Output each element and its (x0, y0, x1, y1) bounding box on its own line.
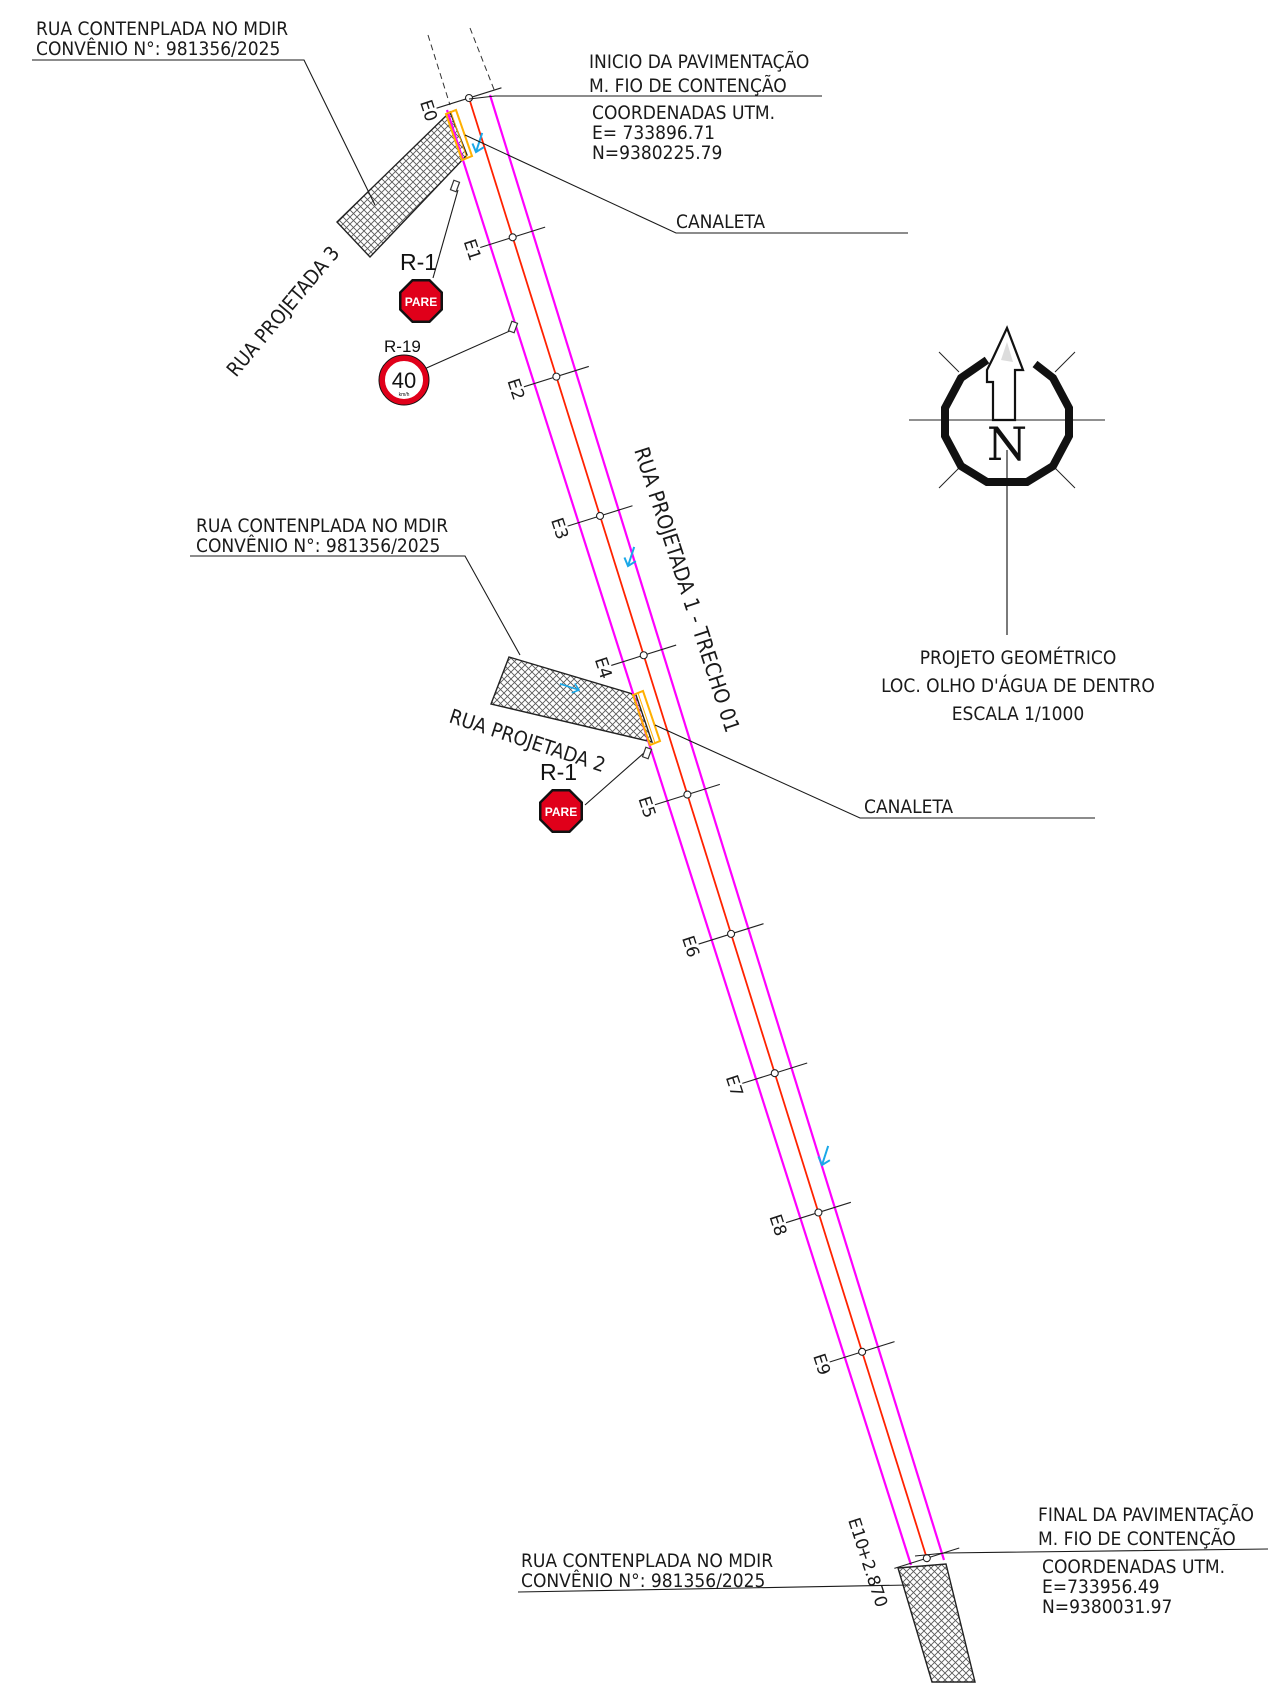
side-street-3-hatch (336, 110, 468, 259)
mdir-note-top: RUA CONTENPLADA NO MDIR CONVÊNIO N°: 981… (36, 18, 288, 60)
title-block: PROJETO GEOMÉTRICO LOC. OLHO D'ÁGUA DE D… (881, 646, 1155, 725)
mdir-note-mid: RUA CONTENPLADA NO MDIR CONVÊNIO N°: 981… (196, 515, 448, 557)
road-edge-left (445, 109, 913, 1566)
r19-code: R-19 (384, 337, 421, 356)
flow-arrow (817, 1145, 831, 1167)
station-label-e4: E4 (590, 655, 616, 682)
leader-r1-top (432, 189, 459, 279)
station-marker (922, 1554, 931, 1563)
speed-unit: km/h (399, 392, 410, 398)
sign-post-marker (449, 179, 653, 760)
flow-arrow (623, 546, 637, 568)
mdir-note-line2: CONVÊNIO N°: 981356/2025 (196, 534, 440, 557)
pare-sign-icon: PARE (399, 279, 443, 323)
station-label-e1: E1 (459, 237, 485, 264)
station-label-e9: E9 (808, 1351, 834, 1378)
canaleta-start-inner (450, 111, 468, 159)
dashed-edge-left (427, 34, 451, 106)
north-letter: N (987, 417, 1027, 471)
mdir-note-line2: CONVÊNIO N°: 981356/2025 (521, 1569, 765, 1592)
speed-value: 40 (392, 368, 416, 393)
pare-sign-icon: PARE (539, 789, 583, 833)
road-centerline (468, 97, 929, 1563)
end-northing: N=9380031.97 (1042, 1596, 1172, 1618)
mdir-note-bottom: RUA CONTENPLADA NO MDIR CONVÊNIO N°: 981… (521, 1550, 773, 1592)
start-coord-title: COORDENADAS UTM. (592, 102, 775, 124)
title-line-1: PROJETO GEOMÉTRICO (920, 646, 1117, 669)
station-marker (639, 651, 648, 660)
mdir-note-line1: RUA CONTENPLADA NO MDIR (521, 1550, 773, 1572)
start-title-1: INICIO DA PAVIMENTAÇÃO (589, 50, 809, 73)
pare-text: PARE (545, 805, 577, 819)
canaleta-label: CANALETA (864, 796, 953, 818)
leader-lines (32, 59, 1269, 1593)
station-label-e8: E8 (765, 1212, 791, 1239)
side-street-2-hatch (490, 656, 654, 743)
speed-limit-sign-icon: 40 km/h (378, 354, 430, 406)
station-marker (727, 929, 736, 938)
main-road (427, 27, 946, 1566)
end-coord-title: COORDENADAS UTM. (1042, 1556, 1225, 1578)
station-label-e5: E5 (634, 794, 660, 821)
end-title-2: M. FIO DE CONTENÇÃO (1038, 1527, 1236, 1550)
leader-end-note (914, 1548, 1269, 1557)
end-note: FINAL DA PAVIMENTAÇÃO M. FIO DE CONTENÇÃ… (1038, 1503, 1254, 1618)
station-marker (858, 1347, 867, 1356)
mdir-note-line1: RUA CONTENPLADA NO MDIR (36, 18, 288, 40)
end-title-1: FINAL DA PAVIMENTAÇÃO (1038, 1503, 1254, 1526)
leader-canaleta-1 (464, 134, 908, 234)
dashed-edge-right (469, 27, 496, 93)
north-arrow-icon: N (909, 325, 1105, 635)
station-marker (595, 511, 605, 520)
station-label-e3: E3 (546, 515, 572, 542)
flow-arrow (559, 682, 581, 694)
leader-start-note (468, 95, 822, 100)
start-northing: N=9380225.79 (592, 142, 722, 164)
start-title-2: M. FIO DE CONTENÇÃO (589, 74, 787, 97)
end-easting: E=733956.49 (1042, 1576, 1160, 1598)
leader-mdir-3 (517, 1584, 911, 1593)
title-line-2: LOC. OLHO D'ÁGUA DE DENTRO (881, 674, 1155, 697)
station-label-e6: E6 (677, 933, 703, 960)
station-marker (508, 233, 517, 242)
flow-arrow (471, 132, 485, 154)
end-street-hatch (897, 1563, 976, 1683)
canaleta-mid (631, 689, 662, 747)
mdir-note-line1: RUA CONTENPLADA NO MDIR (196, 515, 448, 537)
leader-canaleta-2 (654, 724, 1095, 819)
station-marker (552, 372, 561, 381)
pare-text: PARE (405, 295, 437, 309)
street-label-main: RUA PROJETADA 1 - TRECHO 01 (629, 444, 744, 735)
r1-code-mid: R-1 (540, 759, 577, 785)
station-marker (464, 93, 474, 103)
leader-r19 (421, 329, 513, 371)
canaleta-mid-inner (637, 692, 656, 744)
road-edge-right (488, 94, 946, 1561)
r1-code-top: R-1 (400, 249, 437, 275)
station-marker (683, 790, 692, 799)
start-easting: E= 733896.71 (592, 122, 715, 144)
mdir-note-line2: CONVÊNIO N°: 981356/2025 (36, 37, 280, 60)
station-label-e0: E0 (415, 97, 441, 124)
end-station-label: E10 +2.870 (843, 1515, 891, 1610)
start-note: INICIO DA PAVIMENTAÇÃO M. FIO DE CONTENÇ… (589, 50, 809, 164)
station-label-e2: E2 (502, 376, 528, 403)
station-marker (770, 1069, 779, 1078)
title-line-3: ESCALA 1/1000 (952, 703, 1084, 725)
station-marker (814, 1208, 823, 1217)
leader-mdir-2 (190, 555, 521, 656)
canaleta-start (444, 108, 474, 162)
canaleta-label: CANALETA (676, 211, 765, 233)
station-label-e7: E7 (721, 1073, 747, 1100)
street-label-side-3: RUA PROJETADA 3 (221, 241, 344, 381)
leader-r1-mid (584, 751, 646, 806)
leader-mdir-1 (32, 59, 376, 206)
end-station-b: +2.870 (853, 1544, 891, 1610)
